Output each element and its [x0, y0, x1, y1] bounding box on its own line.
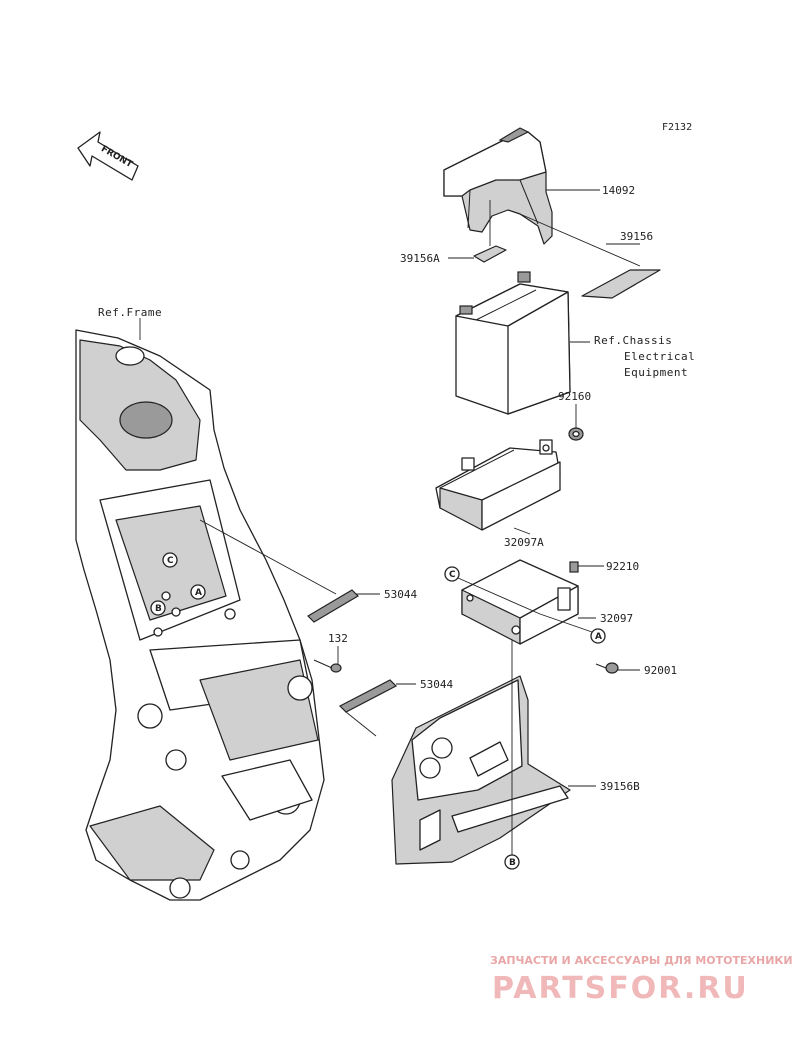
part-label-39156B: 39156B — [600, 780, 640, 793]
svg-text:A: A — [195, 588, 202, 598]
svg-text:B: B — [509, 858, 516, 868]
figure-code: F2132 — [662, 122, 692, 133]
callout-a-bracket: A — [590, 628, 606, 644]
callout-b-frame: B — [150, 600, 166, 616]
callout-a-frame: A — [190, 584, 206, 600]
part-label-32097A: 32097A — [504, 536, 544, 549]
svg-text:B: B — [155, 604, 162, 614]
part-label-14092: 14092 — [602, 184, 635, 197]
part-label-92001: 92001 — [644, 664, 677, 677]
nut-92160-part — [568, 427, 584, 441]
front-arrow-icon: FRONT — [77, 131, 139, 181]
part-label-92160: 92160 — [558, 390, 591, 403]
ref-chassis-line1: Ref.Chassis — [594, 334, 672, 347]
lower-case-39156B-part — [391, 675, 571, 865]
battery-cover-part — [443, 127, 553, 245]
rod-53044-bottom-part — [338, 679, 398, 713]
part-label-39156A: 39156A — [400, 252, 440, 265]
frame-part — [75, 329, 325, 901]
ref-chassis-line3: Equipment — [624, 366, 688, 379]
part-label-39156: 39156 — [620, 230, 653, 243]
part-label-132: 132 — [328, 632, 348, 645]
svg-text:C: C — [167, 556, 174, 566]
ref-frame-label: Ref.Frame — [98, 306, 162, 319]
clip-92210-part — [569, 561, 579, 573]
part-label-32097: 32097 — [600, 612, 633, 625]
svg-text:C: C — [449, 570, 456, 580]
rod-53044-top-part — [307, 589, 359, 623]
svg-text:A: A — [595, 632, 602, 642]
callout-c-frame: C — [162, 552, 178, 568]
battery-tray-part — [435, 439, 561, 531]
pad-39156-part — [581, 269, 661, 299]
part-label-53044-bottom: 53044 — [420, 678, 453, 691]
part-label-53044-top: 53044 — [384, 588, 417, 601]
part-label-92210: 92210 — [606, 560, 639, 573]
bolt-92001-part — [595, 662, 619, 674]
ref-chassis-line2: Electrical — [624, 350, 695, 363]
pad-39156A-part — [473, 245, 507, 263]
battery-part — [455, 271, 571, 415]
callout-b-lower: B — [504, 854, 520, 870]
watermark-brand: PARTSFOR.RU — [492, 971, 749, 1006]
watermark-tagline: ЗАПЧАСТИ И АКСЕССУАРЫ ДЛЯ МОТОТЕХНИКИ — [490, 954, 793, 967]
bolt-132-part — [313, 659, 342, 673]
callout-c-bracket: C — [444, 566, 460, 582]
bracket-32097-part — [461, 559, 579, 645]
